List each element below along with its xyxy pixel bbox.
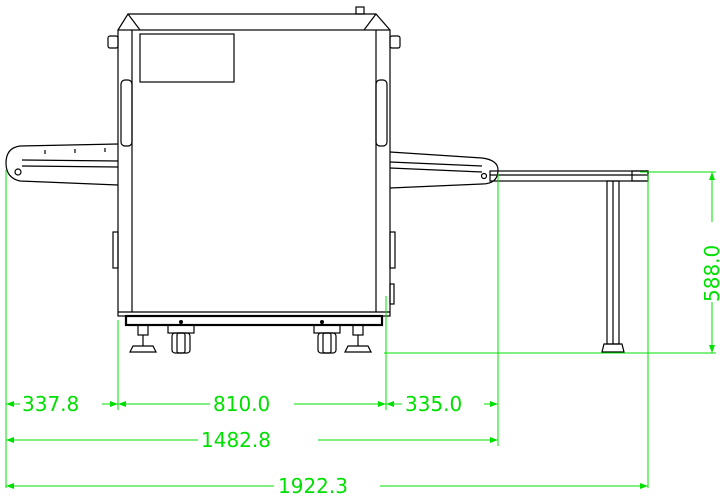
dimension-lines [5,170,716,489]
right-conveyor [389,151,499,189]
dim-total-width: 1922.3 [278,474,348,498]
right-table [489,170,649,353]
machine-body [107,6,401,327]
dimension-labels: 337.8 810.0 335.0 1482.8 1922.3 588.0 [22,245,720,498]
feet-and-casters [129,320,372,354]
dim-right-conveyor: 335.0 [405,392,462,416]
dim-subtotal-width: 1482.8 [201,428,271,452]
dim-left-conveyor: 337.8 [22,392,79,416]
dim-machine-width: 810.0 [213,392,270,416]
dim-table-height: 588.0 [700,245,720,302]
left-conveyor [5,143,119,186]
